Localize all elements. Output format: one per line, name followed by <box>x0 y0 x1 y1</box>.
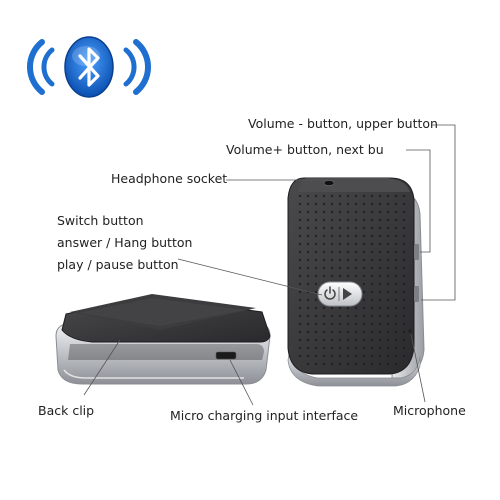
label-back-clip: Back clip <box>38 403 95 418</box>
bluetooth-icon <box>27 36 151 98</box>
label-switch-button: Switch button <box>57 213 144 228</box>
label-headphone-socket: Headphone socket <box>111 171 228 186</box>
leader-lines <box>83 124 456 406</box>
label-micro-charging: Micro charging input interface <box>170 408 359 423</box>
label-answer-hang: answer / Hang button <box>57 235 193 250</box>
label-volume-plus: Volume+ button, next bu <box>226 142 384 157</box>
back-clip-device <box>55 294 271 385</box>
power-play-icon <box>317 281 363 307</box>
headset-device <box>287 177 425 387</box>
label-microphone: Microphone <box>393 403 466 418</box>
label-volume-minus: Volume - button, upper button <box>248 116 438 131</box>
label-play-pause: play / pause button <box>57 257 179 272</box>
